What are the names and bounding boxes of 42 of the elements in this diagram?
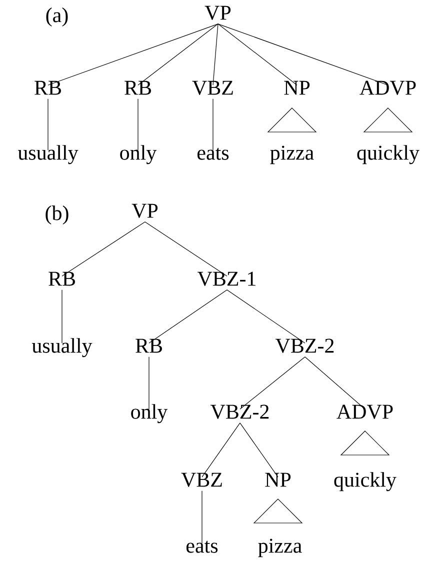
word-label: pizza	[270, 146, 314, 164]
word-label: NP	[265, 472, 291, 487]
panel-label: (a)	[46, 7, 68, 27]
tree-line	[226, 290, 306, 344]
tree-line	[212, 98, 214, 150]
word-label: eats	[198, 148, 229, 160]
tree-line	[202, 422, 240, 478]
tree-label: VBZ-1	[197, 272, 256, 286]
tree-label: VP	[132, 204, 158, 218]
word-label: ADVP	[336, 404, 393, 419]
tree-label: VBZ-2	[210, 404, 269, 419]
word-label: NP	[284, 80, 310, 95]
tree-line	[304, 356, 366, 410]
tree-label: VP	[204, 6, 231, 20]
tree-line	[144, 222, 228, 276]
word-label: usually	[18, 145, 78, 164]
tree-label: VBZ	[192, 80, 233, 95]
word-label: quickly	[334, 472, 396, 492]
tree-line	[212, 24, 218, 86]
tree-label: RB	[136, 338, 162, 353]
word-label: ADVP	[360, 80, 416, 95]
word-label: only	[131, 404, 168, 424]
tree-line	[240, 422, 278, 478]
tree-line	[218, 24, 298, 86]
tree-label: RB	[48, 272, 75, 286]
tree-line	[218, 24, 388, 86]
tree-line	[148, 356, 150, 410]
tree-label: RB	[124, 80, 151, 95]
panel-label: (b)	[46, 205, 68, 225]
word-label: only	[120, 145, 157, 164]
tree-line	[138, 24, 218, 86]
word-label: pizza	[258, 538, 302, 558]
tree-line	[240, 356, 306, 410]
tree-label: RB	[34, 80, 61, 95]
tree-label: VBZ-2	[275, 338, 334, 353]
word-label: usually	[32, 338, 92, 358]
tree-label: VBZ	[181, 472, 222, 487]
word-label: quickly	[357, 145, 420, 164]
tree-line	[48, 24, 218, 86]
tree-line	[148, 290, 228, 344]
word-label: eats	[186, 540, 218, 553]
tree-line	[62, 222, 146, 276]
